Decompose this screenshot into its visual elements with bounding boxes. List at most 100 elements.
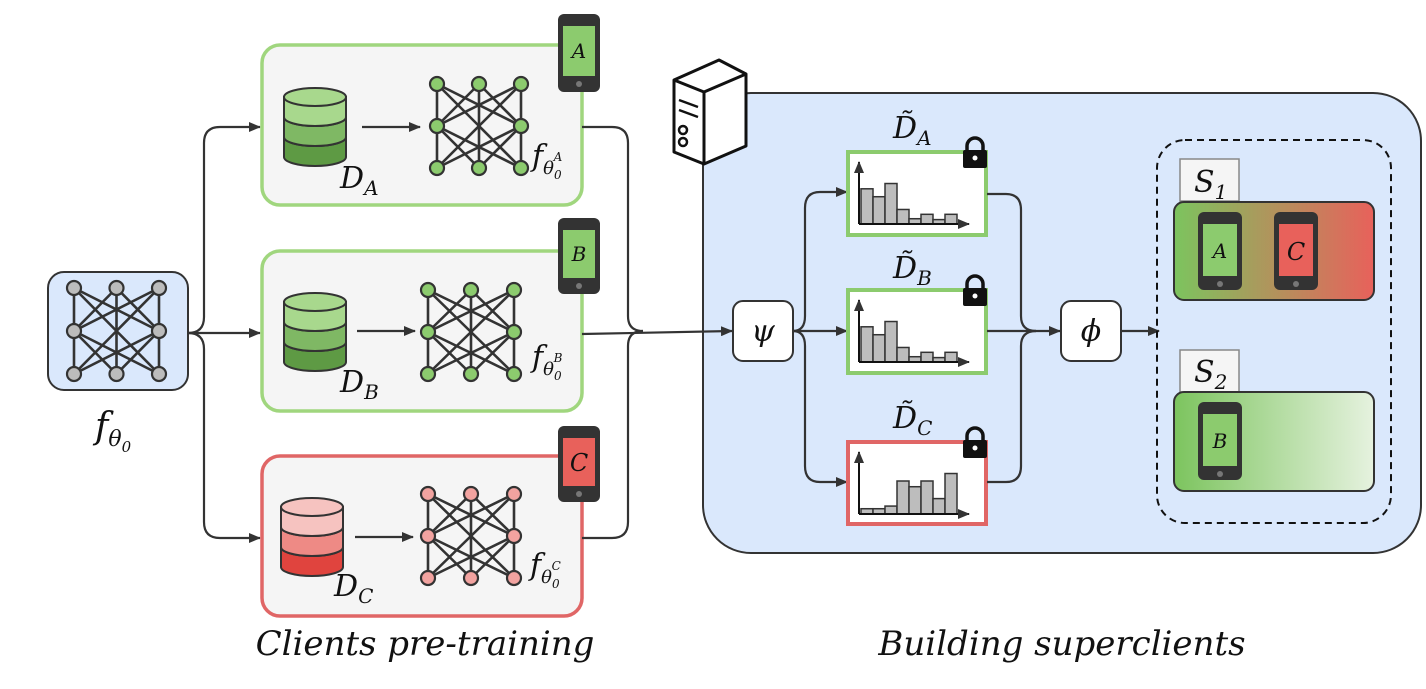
network-node xyxy=(505,569,523,587)
superclient-1-phone-a-icon: A xyxy=(1198,212,1242,290)
global-network-icon xyxy=(65,279,168,383)
network-node xyxy=(462,569,480,587)
svg-text:C: C xyxy=(1287,238,1305,266)
network-edge xyxy=(427,534,515,580)
network-edge xyxy=(436,83,480,127)
dist-a-label: D̃A xyxy=(892,111,932,150)
superclient-1-label: S1 xyxy=(1194,165,1227,204)
lock-shackle xyxy=(965,274,985,289)
arrow-global-to-client-a xyxy=(187,122,261,335)
network-edge xyxy=(470,535,515,579)
arrow-client-b-to-psi xyxy=(581,326,733,337)
server-icon xyxy=(672,58,748,166)
network-node xyxy=(150,365,168,383)
client-c-network-icon xyxy=(419,485,523,587)
network-node xyxy=(462,365,480,383)
client-c-database-icon xyxy=(280,497,344,577)
network-edge xyxy=(436,125,480,169)
histogram-bar xyxy=(860,188,874,225)
network-node xyxy=(108,365,125,383)
network-node xyxy=(108,279,125,297)
histogram-bar xyxy=(872,333,886,363)
network-node xyxy=(419,281,437,299)
lock-keyhole xyxy=(972,445,978,451)
arrow-client-a-to-psi xyxy=(582,125,644,333)
network-node xyxy=(65,322,83,340)
network-node xyxy=(512,117,530,135)
svg-text:B: B xyxy=(571,242,587,266)
network-node xyxy=(419,485,437,503)
network-node xyxy=(150,322,168,340)
network-node xyxy=(428,117,446,135)
dataset-c-label: DC xyxy=(333,569,373,608)
network-edge xyxy=(470,289,515,333)
network-node xyxy=(470,159,488,177)
network-edge xyxy=(115,287,160,332)
network-node xyxy=(150,279,168,297)
network-edge xyxy=(478,83,522,127)
arrow-client-c-to-psi xyxy=(582,329,644,540)
dist-b-label: D̃B xyxy=(892,251,932,290)
histogram-bar xyxy=(896,346,910,363)
dist-a-histogram xyxy=(854,161,970,229)
network-node xyxy=(505,365,523,383)
network-edge xyxy=(427,331,472,375)
lock-shackle xyxy=(965,136,985,151)
histogram-bar xyxy=(932,497,946,515)
database-layer-top xyxy=(280,497,344,517)
superclients-container xyxy=(1156,139,1392,524)
network-edge xyxy=(436,124,522,170)
client-c-phone-icon: C xyxy=(558,426,600,502)
histogram-bar xyxy=(884,182,898,225)
network-edge xyxy=(436,82,522,128)
arrow-global-to-client-c xyxy=(187,331,261,543)
client-a-box xyxy=(260,43,584,207)
network-edge xyxy=(470,331,515,375)
network-edge xyxy=(470,493,515,537)
lock-keyhole xyxy=(972,155,978,161)
dataset-b-label: DB xyxy=(339,365,379,404)
network-edge xyxy=(427,288,515,334)
svg-text:A: A xyxy=(570,39,586,63)
network-edge xyxy=(427,492,515,538)
network-node xyxy=(505,281,523,299)
network-node xyxy=(505,323,523,341)
histogram-bar xyxy=(860,326,874,363)
superclient-2-tag xyxy=(1179,349,1240,393)
dataset-a-label: DA xyxy=(339,161,379,200)
dist-b-histogram xyxy=(854,299,970,367)
network-node xyxy=(419,527,437,545)
network-edge xyxy=(427,535,472,579)
network-node xyxy=(512,75,530,93)
psi-label: ψ xyxy=(751,314,775,349)
database-layer-top xyxy=(283,292,347,312)
histogram-bar xyxy=(896,208,910,225)
histogram-bar xyxy=(896,480,910,515)
network-node xyxy=(65,365,83,383)
network-node xyxy=(419,323,437,341)
dist-c-label: D̃C xyxy=(892,401,932,440)
left-caption: Clients pre-training xyxy=(256,624,595,664)
network-edge xyxy=(427,289,472,333)
svg-text:A: A xyxy=(1211,239,1227,263)
client-b-database-icon xyxy=(283,292,347,372)
arrow-psi-to-dist-a xyxy=(792,187,848,333)
lock-icon xyxy=(963,426,987,458)
histogram-bar xyxy=(944,472,958,515)
svg-text:B: B xyxy=(1212,429,1228,453)
network-node xyxy=(419,365,437,383)
network-node xyxy=(470,75,488,93)
network-node xyxy=(462,485,480,503)
network-node xyxy=(462,281,480,299)
histogram-bar xyxy=(908,485,922,515)
histogram-bar xyxy=(884,320,898,363)
network-node xyxy=(512,159,530,177)
client-a-phone-icon: A xyxy=(558,14,600,92)
lock-icon xyxy=(963,136,987,168)
client-b-network-icon xyxy=(419,281,523,383)
arrow-dist-c-to-phi xyxy=(987,329,1037,484)
lock-keyhole xyxy=(972,293,978,299)
network-edge xyxy=(73,330,118,375)
right-caption: Building superclients xyxy=(877,624,1245,664)
phi-label: ϕ xyxy=(1081,314,1101,349)
